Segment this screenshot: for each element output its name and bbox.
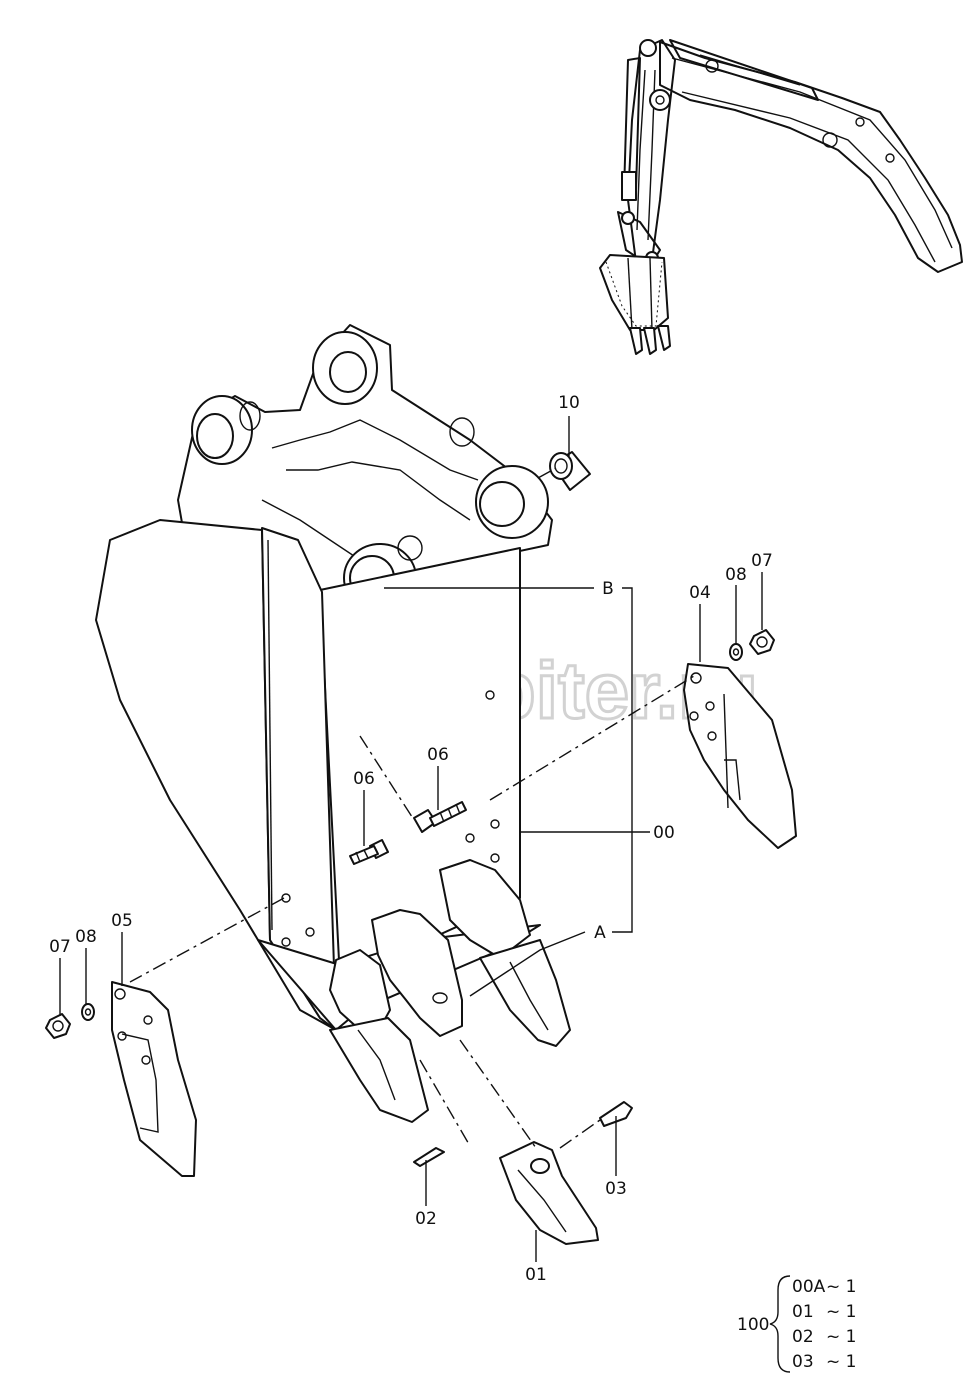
nut-part-07-right: [749, 629, 775, 655]
kit-brace: [769, 1275, 791, 1373]
callout-07-left: 07: [49, 937, 71, 957]
kit-label: 100: [737, 1315, 769, 1335]
callout-06-lower: 06: [353, 769, 375, 789]
bolt-part-06-upper: [413, 801, 467, 833]
callout-00: 00: [653, 823, 675, 843]
callout-07-right: 07: [751, 551, 773, 571]
assembly-lines: [129, 467, 695, 1149]
nut-part-07-left: [45, 1013, 71, 1039]
callout-labels: 10 B 04 08 07 06 06 00 A 05 08 07 02 03 …: [49, 393, 773, 1285]
side-cutter-part-05: [111, 981, 197, 1177]
kit-composition: 100 00A ~ 1 01 ~ 1 02 ~ 1 03 ~ 1: [737, 1275, 856, 1373]
kit-item-qty: ~ 1: [826, 1302, 856, 1322]
excavator-overview-illustration: [599, 39, 963, 355]
washer-part-08-left: [81, 1003, 95, 1021]
callout-02: 02: [415, 1209, 437, 1229]
pin-part-02: [413, 1147, 445, 1167]
kit-item-qty: ~ 1: [826, 1277, 856, 1297]
callout-08-right: 08: [725, 565, 747, 585]
tooth-point-part-01: [499, 1141, 599, 1245]
kit-item-part: 02: [792, 1327, 814, 1347]
callout-03: 03: [605, 1179, 627, 1199]
bushing-part-10: [549, 451, 591, 491]
callout-A: A: [594, 923, 606, 943]
callout-08-left: 08: [75, 927, 97, 947]
side-cutter-part-04: [683, 663, 797, 849]
kit-item-part: 00A: [792, 1277, 826, 1297]
kit-item-part: 03: [792, 1352, 814, 1372]
lock-part-03: [599, 1101, 633, 1127]
bucket-assembly-illustration: [95, 324, 571, 1123]
callout-10: 10: [558, 393, 580, 413]
leader-lines: [59, 416, 763, 1262]
callout-06-upper: 06: [427, 745, 449, 765]
kit-item-qty: ~ 1: [826, 1327, 856, 1347]
callout-B: B: [602, 579, 614, 599]
washer-part-08-right: [729, 643, 743, 661]
callout-05: 05: [111, 911, 133, 931]
kit-item-part: 01: [792, 1302, 814, 1322]
callout-04: 04: [689, 583, 711, 603]
bolt-part-06-lower: [349, 839, 389, 865]
callout-01: 01: [525, 1265, 547, 1285]
kit-item-qty: ~ 1: [826, 1352, 856, 1372]
